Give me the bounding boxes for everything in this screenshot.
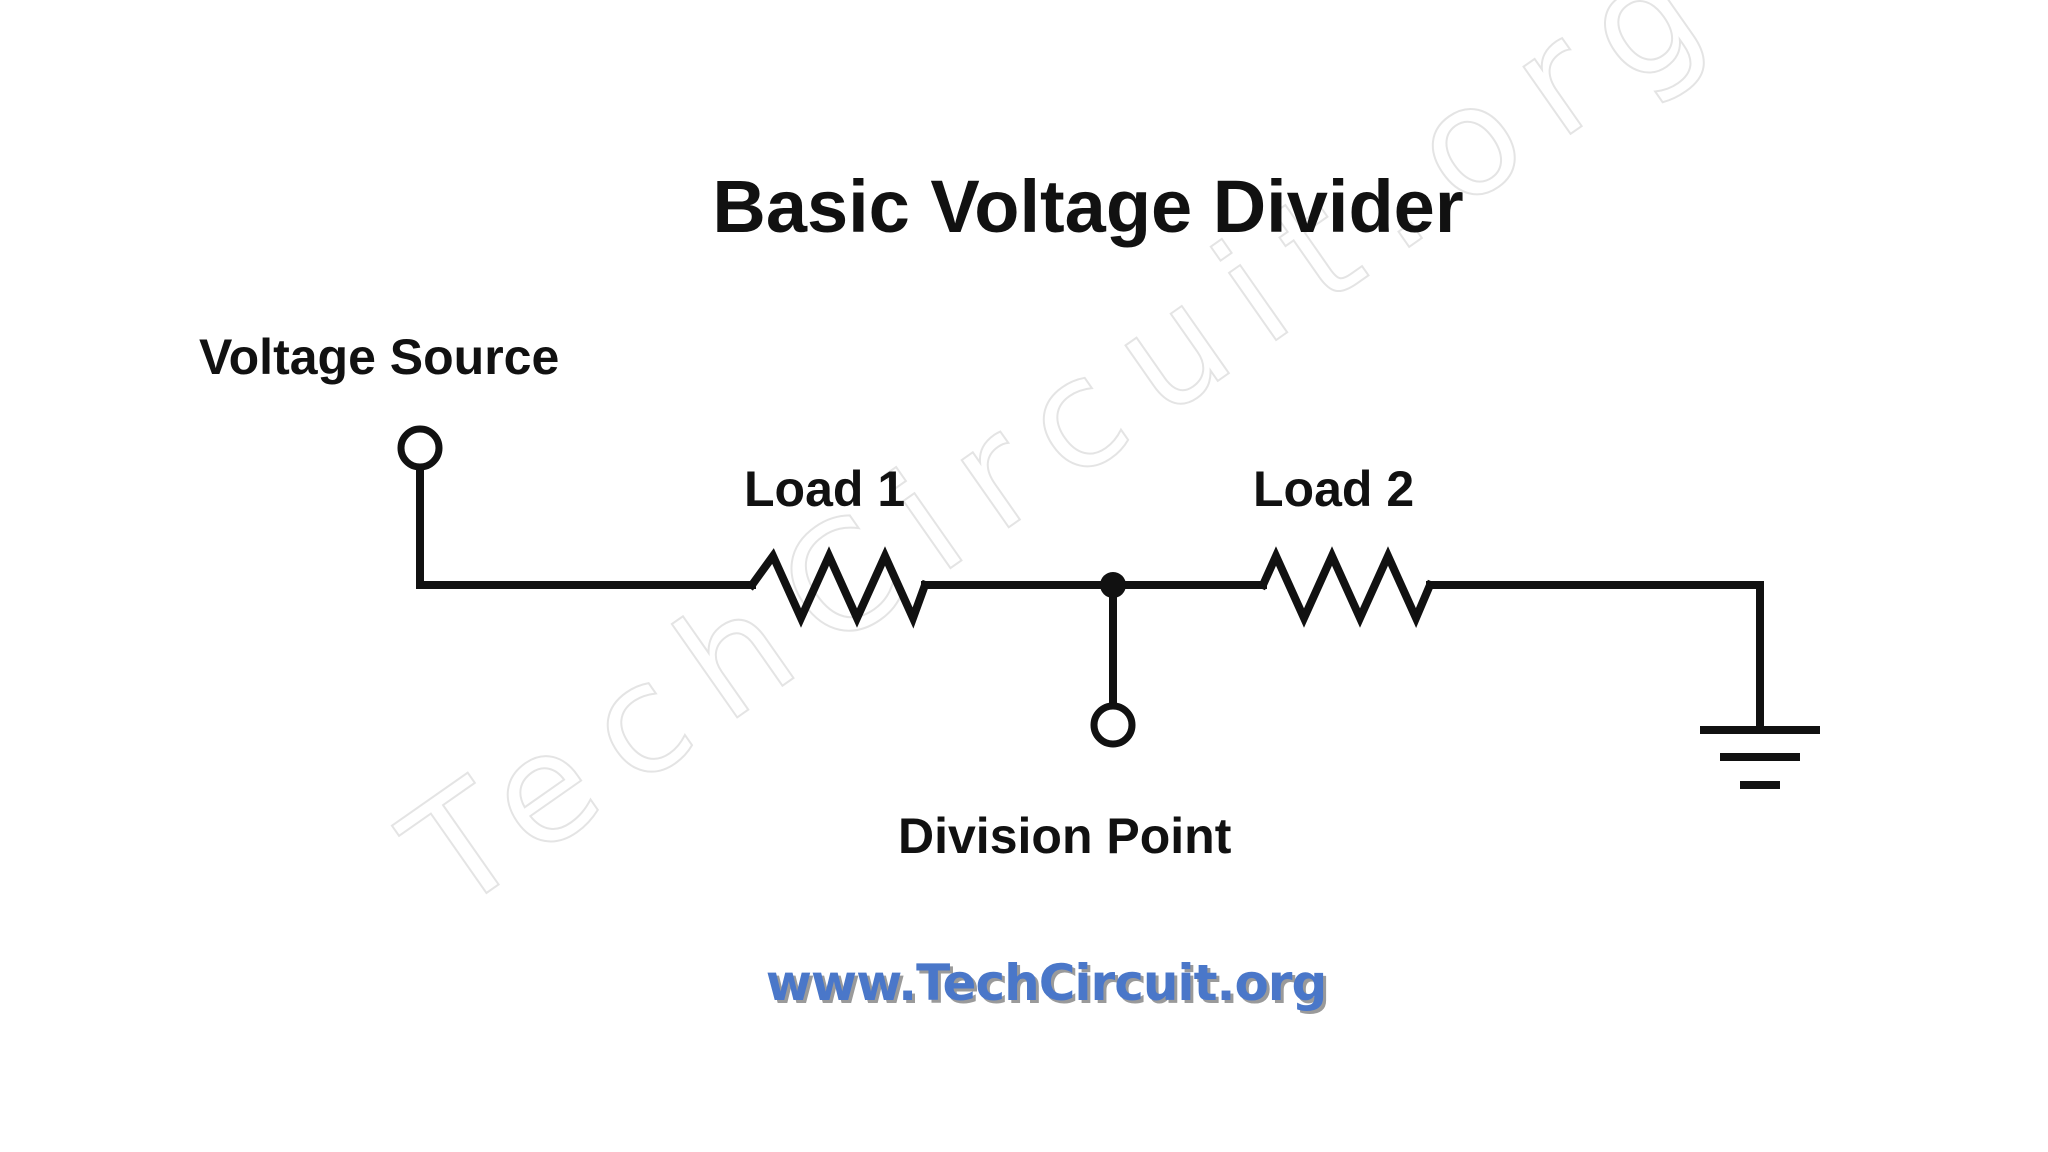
load-1-resistor-icon <box>746 546 931 629</box>
junction-node-icon <box>1100 572 1126 598</box>
ground-wire <box>1426 581 1764 734</box>
diagram-title: Basic Voltage Divider <box>712 165 1463 248</box>
division-point-terminal-icon <box>1090 702 1136 748</box>
source-wire <box>416 461 756 589</box>
load-2-label: Load 2 <box>1253 461 1414 517</box>
load-1-label: Load 1 <box>744 461 905 517</box>
load-2-resistor-icon <box>1257 546 1436 628</box>
voltage-source-label: Voltage Source <box>199 329 559 385</box>
website-url[interactable]: www.TechCircuit.org <box>766 954 1328 1012</box>
watermark-text: TechCircuit.org <box>375 0 1756 945</box>
voltage-source-terminal-icon <box>397 425 443 471</box>
website-url-shadow: www.TechCircuit.org <box>769 957 1330 1015</box>
division-point-label: Division Point <box>898 808 1232 864</box>
ground-icon <box>1700 726 1820 789</box>
